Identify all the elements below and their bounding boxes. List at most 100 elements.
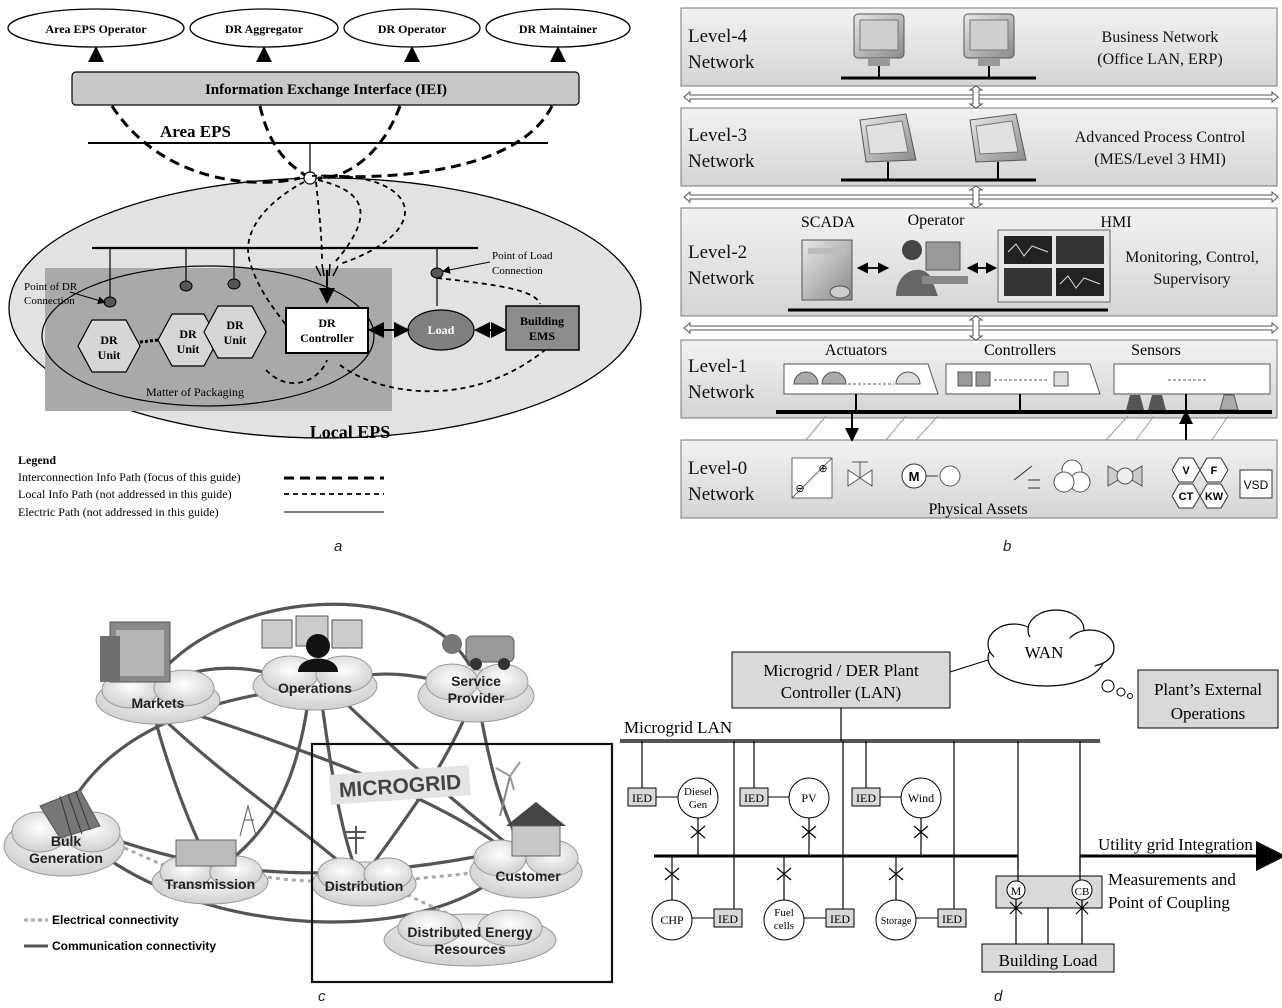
svg-text:⊖: ⊖ [795,483,804,495]
microgrid-banner: MICROGRID [329,765,471,805]
svg-text:EMS: EMS [529,329,555,343]
level-3-title: Level-3 [688,125,747,146]
sensors-label: Sensors [1131,342,1181,359]
storage-node: Storage [875,899,917,941]
svg-text:IED: IED [718,912,738,926]
svg-text:F: F [1211,465,1218,477]
point-of-dr-label: Point of DR [24,281,78,293]
bulk-generation-cloud [3,811,125,877]
point-of-dr-label-2: Connection [24,295,75,307]
service-provider-label: Service [451,673,501,689]
physical-assets-label: Physical Assets [928,501,1027,518]
svg-text:Gen: Gen [689,799,708,811]
microgrid-lan-label: Microgrid LAN [624,718,732,737]
ied-box: IED [713,908,743,928]
level-2-sub: Network [688,268,755,289]
vsd-box: VSD [1239,469,1273,499]
converter-icon: ⊕ ⊖ [791,457,833,499]
stakeholder-dr-operator: DR Operator [343,8,481,48]
svg-text:CT: CT [1179,491,1194,503]
diesel-gen-node: Diesel Gen [677,777,719,819]
service-van-icon [442,634,515,670]
svg-text:DR Aggregator: DR Aggregator [225,22,304,36]
level-2-desc: Monitoring, Control, [1125,249,1259,266]
svg-text:DR: DR [226,318,244,332]
pole-icon [346,826,366,854]
ied-box: IED [851,787,881,807]
svg-text:Unit: Unit [224,333,247,347]
bulk-generation-label-2: Generation [29,850,103,866]
level-1-title: Level-1 [688,356,747,377]
legend-item-local: Local Info Path (not addressed in this g… [18,487,232,501]
monitor-icon [963,13,1015,66]
dr-interconnection-diagram: Area EPS Operator DR Aggregator DR Opera… [7,8,642,519]
caption-a: a [334,538,343,555]
svg-text:IED: IED [744,791,764,805]
svg-text:Diesel: Diesel [684,786,712,798]
legend-communication: Communication connectivity [52,939,216,953]
hmi-panel-icon [997,229,1111,303]
dam-icon [39,789,101,839]
legend-title: Legend [18,453,56,467]
svg-text:IED: IED [856,791,876,805]
svg-text:DR: DR [100,333,118,347]
svg-text:Building: Building [520,314,564,328]
der-label-2: Resources [434,941,506,957]
scada-label: SCADA [801,214,856,231]
level-0-title: Level-0 [688,458,747,479]
ied-box: IED [739,787,769,807]
svg-text:VSD: VSD [1244,478,1269,492]
external-operations-box: Plant’s External Operations [1137,669,1279,729]
svg-text:⊕: ⊕ [818,463,827,475]
transformer-icon [1053,459,1091,493]
der-label: Distributed Energy [407,924,532,940]
svg-text:PV: PV [801,791,817,805]
dr-unit-1: DR Unit [77,319,141,373]
svg-text:KW: KW [1205,491,1224,503]
svg-text:DR Maintainer: DR Maintainer [519,22,598,36]
smart-grid-domains-diagram: Markets Operations Service Provider Bulk… [3,602,614,984]
transmission-label: Transmission [165,876,255,892]
caption-b: b [1003,538,1012,555]
area-eps-label: Area EPS [160,122,231,141]
svg-text:Controller (LAN): Controller (LAN) [781,683,901,702]
stakeholder-dr-aggregator: DR Aggregator [189,8,339,48]
microgrid-lan-diagram: Microgrid / DER Plant Controller (LAN) W… [620,609,1282,973]
panel-c: Markets Operations Service Provider Bulk… [0,576,616,990]
controllers-rack [945,363,1101,395]
svg-text:Information Exchange Interface: Information Exchange Interface (IEI) [205,82,447,98]
legend-item-electric: Electric Path (not addressed in this gui… [18,505,219,519]
local-eps-label: Local EPS [310,422,391,442]
monitor-icon [853,13,905,66]
sensors-rack [1113,363,1271,411]
customer-label: Customer [495,868,561,884]
dr-unit-3: DR Unit [203,305,267,359]
distribution-label: Distribution [325,878,404,894]
ied-box: IED [937,908,967,928]
valve-icon [847,461,873,487]
svg-text:Controller: Controller [300,331,354,345]
microgrid-box [310,742,614,984]
chp-node: CHP [651,899,693,941]
svg-text:IED: IED [830,912,850,926]
server-icon [801,239,853,301]
crt-monitor-icon [859,113,917,163]
svg-text:Unit: Unit [177,342,200,356]
level-3-desc-2: (MES/Level 3 HMI) [1094,151,1226,168]
svg-text:M: M [1011,884,1022,898]
svg-text:Area EPS Operator: Area EPS Operator [45,22,147,36]
svg-text:CHP: CHP [660,913,684,927]
dr-unit-2: DR Unit [157,313,219,367]
level-3-sub: Network [688,151,755,172]
level-2-box [680,207,1278,317]
svg-text:IED: IED [632,791,652,805]
der-cloud [383,909,557,967]
svg-text:Unit: Unit [98,348,121,362]
point-of-load-label: Point of Load [492,250,553,262]
market-building-icon [100,621,171,683]
stakeholder-area-eps-operator: Area EPS Operator [7,8,185,48]
level-0-sub: Network [688,484,755,505]
building-ems-box: Building EMS [505,305,580,351]
utility-grid-label: Utility grid Integration [1098,835,1253,854]
microgrid-controller-box: Microgrid / DER Plant Controller (LAN) [731,651,951,709]
